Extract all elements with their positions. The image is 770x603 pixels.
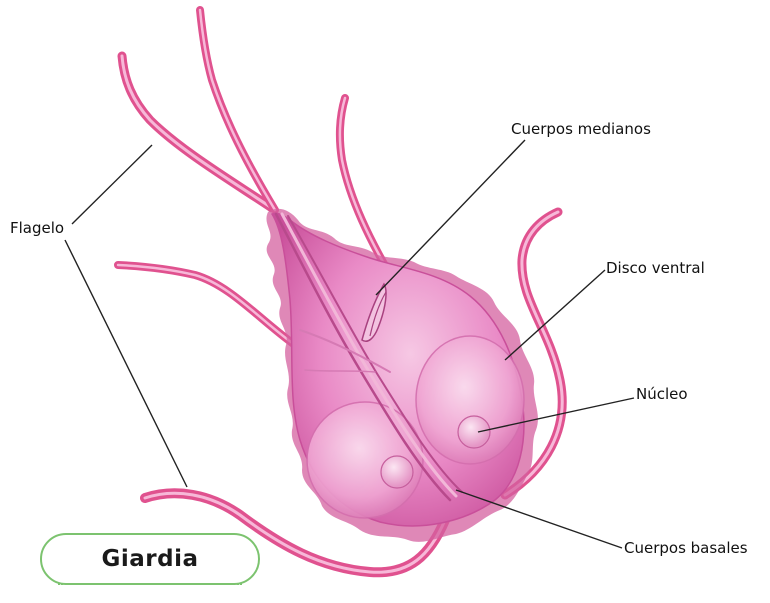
nucleus-right xyxy=(457,415,491,449)
median-bodies xyxy=(361,282,387,342)
nucleus-left xyxy=(380,455,414,489)
callout-line-flagelo-top xyxy=(71,144,153,225)
callout-line-cuerpos-basales xyxy=(455,489,623,549)
callout-line-cuerpos-medianos xyxy=(375,139,526,296)
ventral-disc-right xyxy=(415,335,525,465)
axonemes xyxy=(274,212,463,502)
flagellum-top-left xyxy=(117,51,277,213)
callout-lines xyxy=(64,139,635,549)
callout-line-nucleo xyxy=(477,397,635,433)
label-cuerpos-basales: Cuerpos basales xyxy=(624,539,748,557)
ventral-disc-left xyxy=(306,401,424,519)
flagellum-left xyxy=(114,261,299,349)
label-nucleo: Núcleo xyxy=(636,385,688,403)
title-badge: Giardia xyxy=(40,533,260,585)
label-disco-ventral: Disco ventral xyxy=(606,259,705,277)
diagram-title: Giardia xyxy=(101,546,199,572)
label-cuerpos-medianos: Cuerpos medianos xyxy=(511,120,651,138)
label-flagelo: Flagelo xyxy=(10,219,65,237)
flagella xyxy=(114,6,567,578)
title-badge-dotted-border xyxy=(58,583,242,585)
callout-line-flagelo-bottom xyxy=(64,239,188,488)
callout-line-disco-ventral xyxy=(504,269,606,361)
